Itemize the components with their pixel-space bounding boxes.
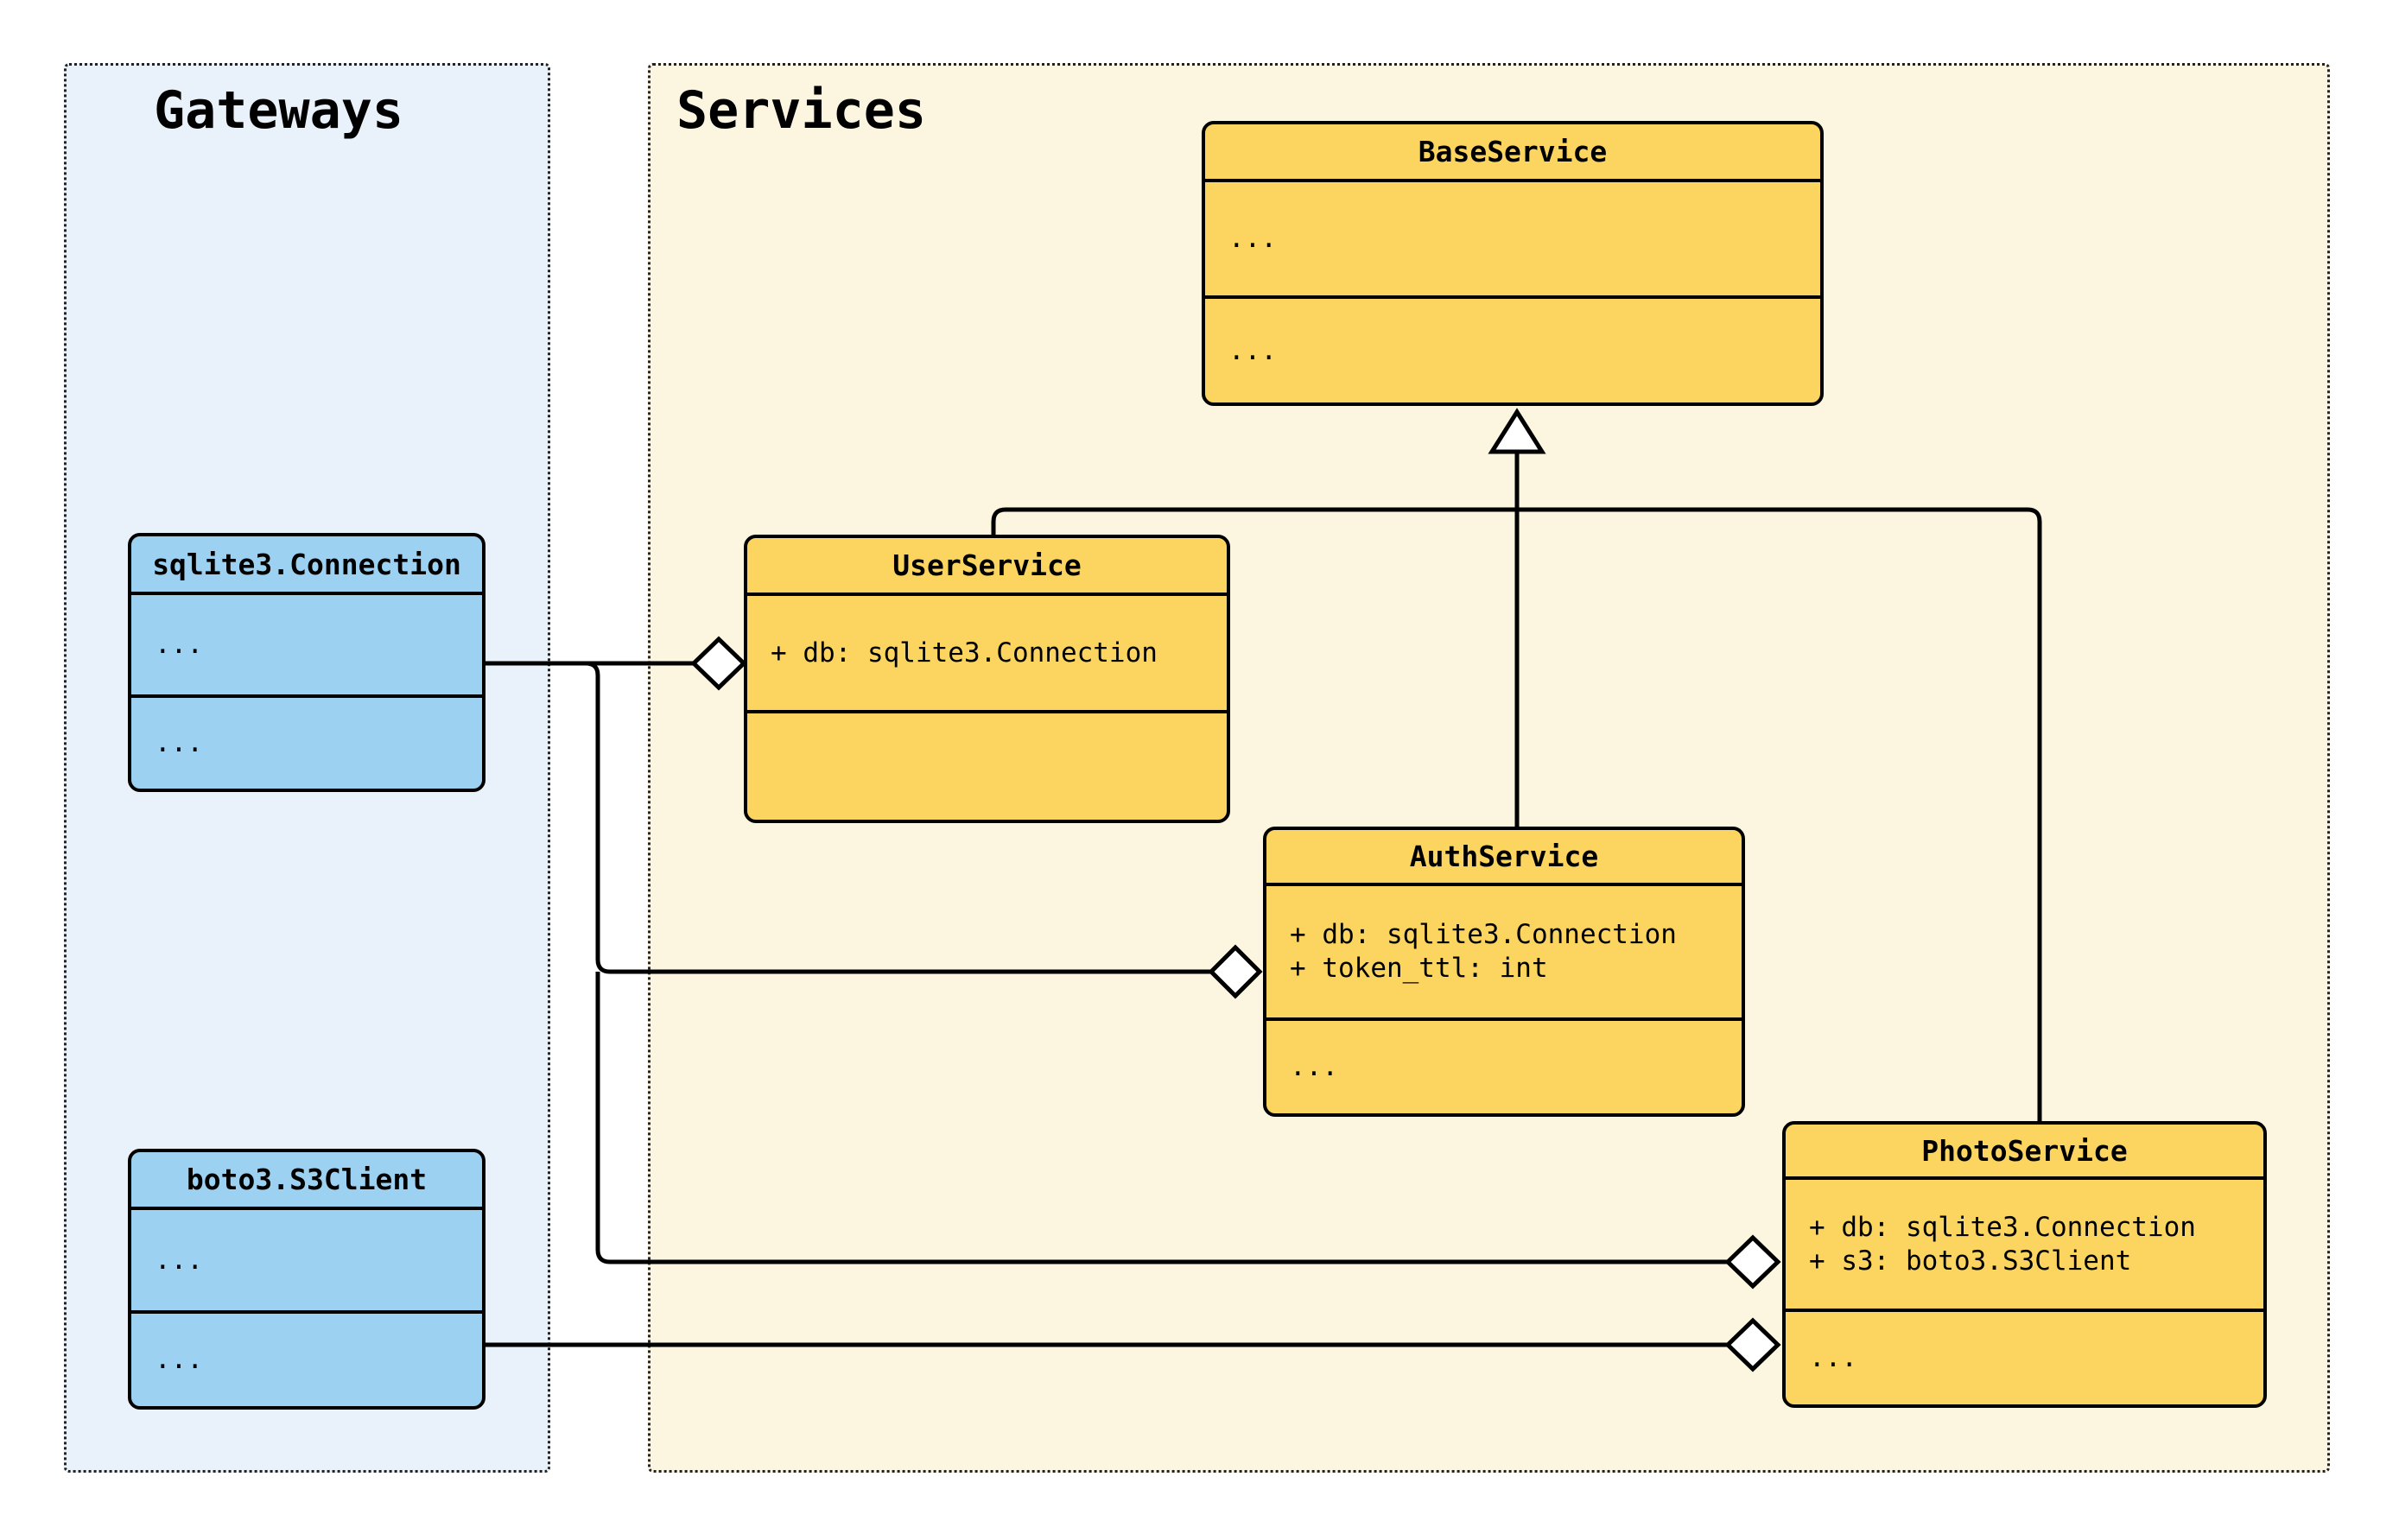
- aggregation-diamond-photoservice-s3-icon: [1724, 1317, 1781, 1372]
- attribute-item: + token_ttl: int: [1290, 953, 1548, 984]
- class-title: sqlite3.Connection: [152, 547, 461, 581]
- class-box-baseservice: BaseService ... ...: [1202, 121, 1824, 406]
- class-title: BaseService: [1418, 135, 1608, 168]
- class-methods: ...: [131, 1310, 482, 1406]
- aggregation-diamond-photoservice-db-icon: [1724, 1234, 1781, 1290]
- method-item: ...: [155, 727, 203, 758]
- class-box-sqlite3-connection: sqlite3.Connection ... ...: [128, 533, 486, 792]
- class-title: boto3.S3Client: [186, 1163, 428, 1196]
- class-attributes: ...: [1205, 179, 1820, 295]
- class-box-photoservice: PhotoService + db: sqlite3.Connection + …: [1782, 1121, 2267, 1408]
- class-methods: [747, 710, 1227, 820]
- container-services-title: Services: [676, 80, 926, 141]
- class-title: UserService: [892, 548, 1082, 582]
- class-methods: ...: [131, 694, 482, 789]
- attribute-item: + s3: boto3.S3Client: [1809, 1245, 2132, 1277]
- class-box-userservice: UserService + db: sqlite3.Connection: [744, 535, 1230, 823]
- aggregation-edge-sqlite-authservice: [486, 661, 1211, 974]
- class-box-boto3-s3client: boto3.S3Client ... ...: [128, 1149, 486, 1410]
- class-attributes: + db: sqlite3.Connection: [747, 593, 1227, 710]
- attribute-item: ...: [1228, 223, 1277, 254]
- attribute-item: + db: sqlite3.Connection: [1290, 919, 1677, 950]
- aggregation-diamond-authservice-icon: [1208, 944, 1263, 999]
- container-gateways-title: Gateways: [154, 80, 403, 141]
- attribute-item: ...: [155, 1244, 203, 1276]
- class-methods: ...: [1205, 295, 1820, 402]
- aggregation-edge-sqlite-photoservice: [595, 972, 1728, 1264]
- class-attributes: ...: [131, 592, 482, 694]
- attribute-item: + db: sqlite3.Connection: [771, 637, 1158, 669]
- class-attributes: + db: sqlite3.Connection + s3: boto3.S3C…: [1786, 1176, 2263, 1309]
- method-item: ...: [1290, 1051, 1338, 1082]
- class-methods: ...: [1786, 1309, 2263, 1404]
- class-title: PhotoService: [1921, 1133, 2128, 1168]
- attribute-item: ...: [155, 629, 203, 660]
- method-item: ...: [1228, 334, 1277, 366]
- class-box-authservice: AuthService + db: sqlite3.Connection + t…: [1263, 827, 1745, 1117]
- class-title: AuthService: [1409, 840, 1599, 873]
- inheritance-triangle-icon: [1488, 408, 1546, 454]
- class-attributes: ...: [131, 1207, 482, 1310]
- class-attributes: + db: sqlite3.Connection + token_ttl: in…: [1266, 883, 1742, 1017]
- method-item: ...: [1809, 1342, 1857, 1373]
- class-methods: ...: [1266, 1017, 1742, 1113]
- attribute-item: + db: sqlite3.Connection: [1809, 1211, 2196, 1243]
- method-item: ...: [155, 1344, 203, 1375]
- aggregation-diamond-userservice-icon: [690, 636, 747, 691]
